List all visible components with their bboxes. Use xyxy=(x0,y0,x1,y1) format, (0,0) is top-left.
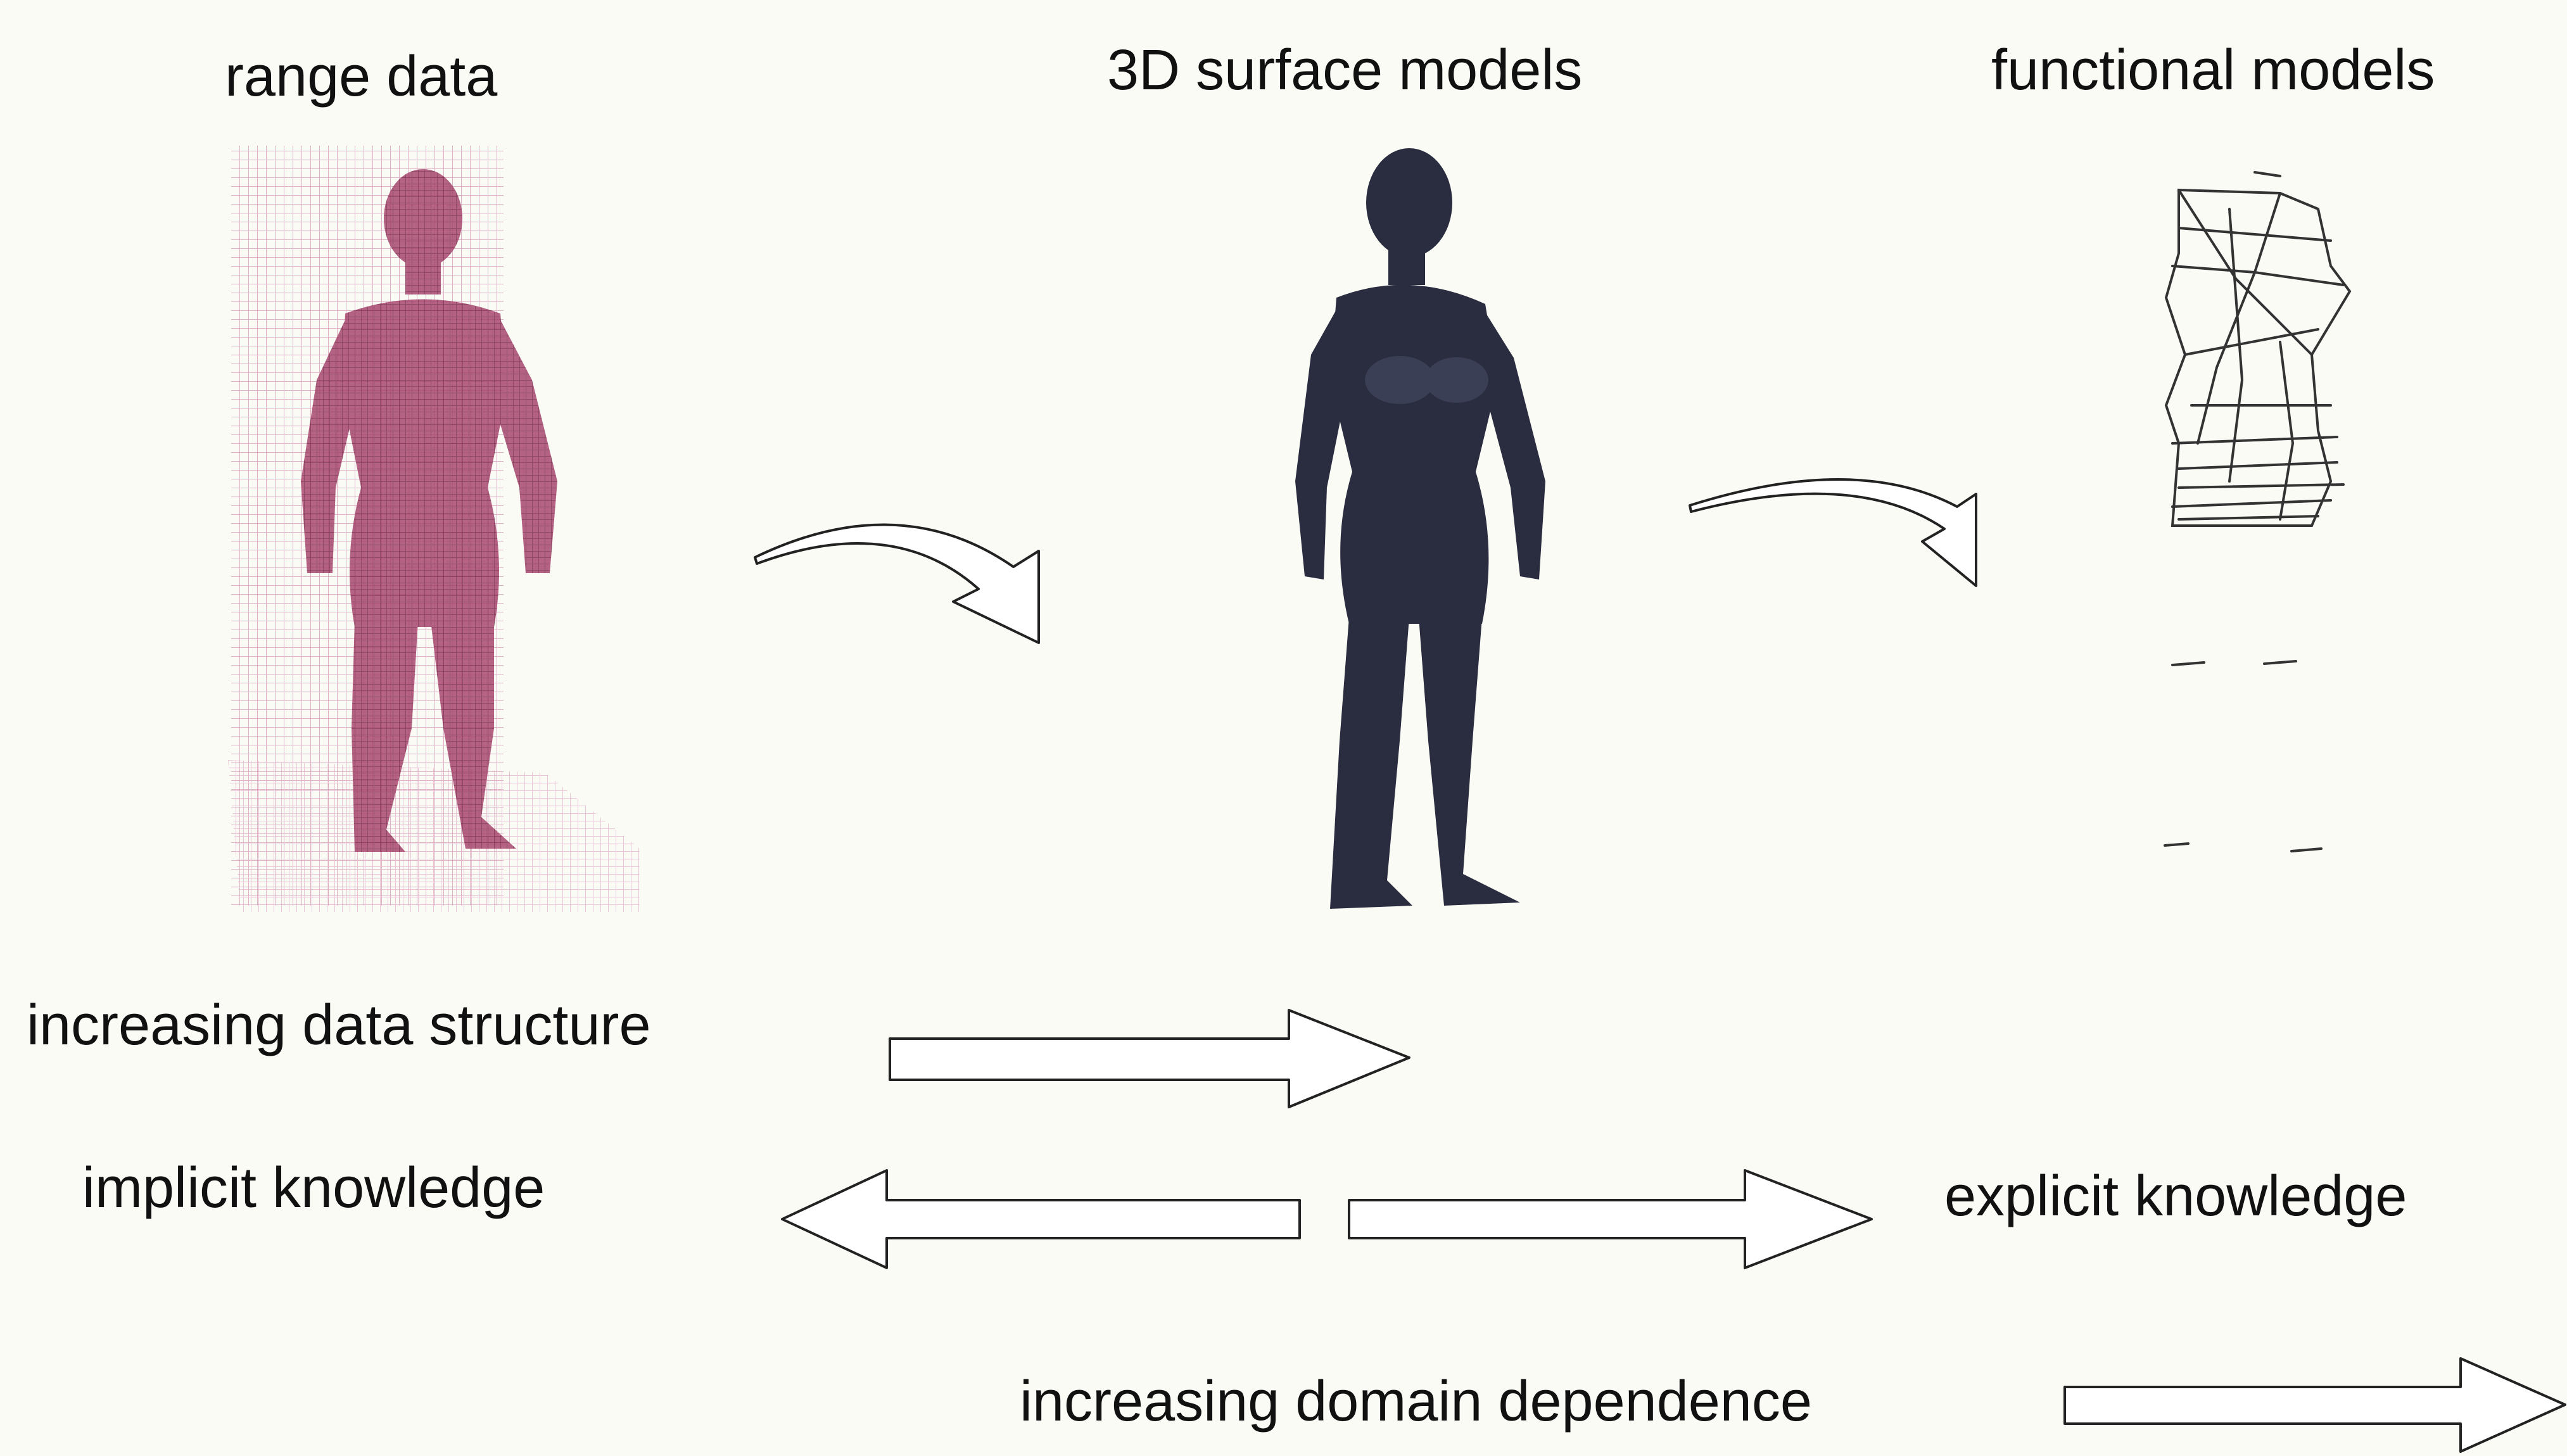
arrow-implicit-knowledge xyxy=(782,1170,1300,1268)
arrow-increasing-data-structure xyxy=(890,1010,1409,1107)
arrow-explicit-knowledge xyxy=(1349,1170,1872,1268)
functional-model-wireframe xyxy=(2165,172,2350,851)
curved-arrow-range-to-surface xyxy=(755,525,1039,643)
range-data-human-figure xyxy=(228,146,640,912)
curved-arrow-surface-to-functional xyxy=(1690,479,1976,586)
surface-model-human-figure xyxy=(1295,148,1545,909)
arrow-increasing-domain-dependence xyxy=(2065,1358,2565,1452)
